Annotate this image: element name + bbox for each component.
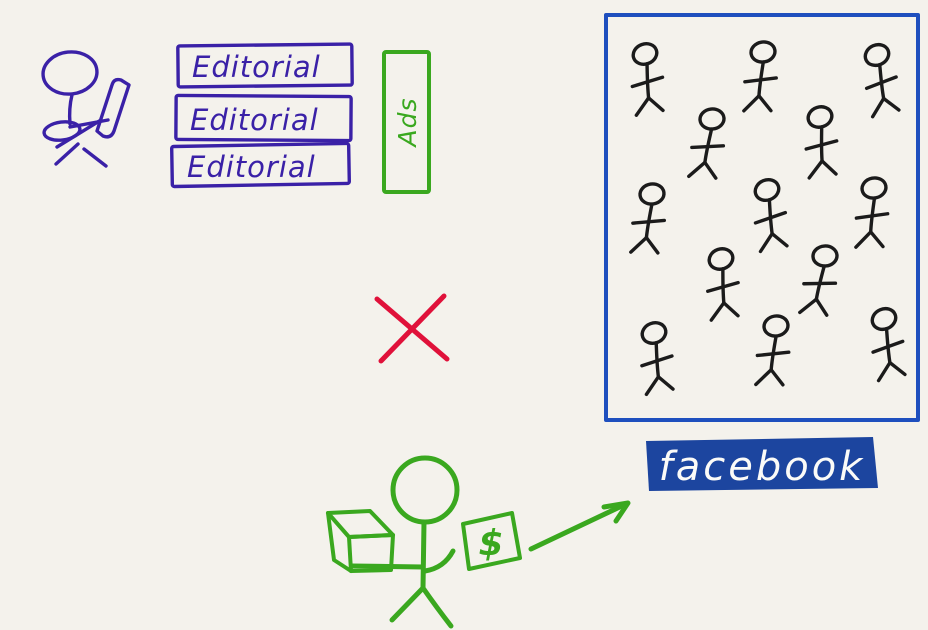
advertiser-figure-icon	[326, 455, 631, 629]
ads-box: Ads	[382, 50, 431, 194]
reader-hands	[42, 120, 82, 142]
crowd-stick-figure	[864, 302, 910, 383]
payment-arrow-head	[601, 500, 631, 524]
red-x-icon	[374, 293, 450, 364]
crowd-stick-figure	[686, 102, 731, 183]
reader-arm	[55, 118, 103, 149]
advertiser-arm-left	[349, 563, 426, 570]
crowd-stick-figure	[628, 178, 670, 257]
money-card-icon	[461, 511, 522, 571]
advertiser-leg-left	[389, 585, 426, 623]
facebook-logo: facebook	[646, 437, 878, 491]
reader-forearm	[68, 118, 110, 129]
payment-arrow-icon	[528, 500, 631, 552]
editorial-box-3: Editorial	[169, 141, 352, 189]
advertiser-body	[420, 519, 427, 591]
editorial-box-1: Editorial	[176, 42, 354, 89]
money-card-border	[461, 511, 522, 571]
payment-arrow-shaft	[528, 501, 629, 552]
red-x-stroke-2	[378, 293, 447, 364]
product-box-front	[347, 533, 395, 573]
crowd-stick-figure	[626, 38, 668, 118]
ads-box-border	[382, 50, 431, 194]
crowd-group	[626, 36, 910, 397]
reader-body	[67, 93, 74, 126]
advertiser-head	[390, 455, 460, 525]
crowd-stick-figure	[753, 310, 794, 389]
crowd-stick-figure	[857, 38, 904, 119]
reader-head	[41, 50, 99, 96]
editorial-box-2-border	[174, 93, 353, 143]
editorial-box-3-label: Editorial	[187, 150, 316, 184]
editorial-box-2: Editorial	[174, 93, 353, 143]
ads-label: Ads	[393, 98, 422, 149]
editorial-box-3-border	[169, 141, 352, 189]
advertiser-arm-right	[422, 548, 456, 574]
product-box-icon	[326, 509, 395, 573]
crowd-stick-figure	[747, 173, 792, 254]
money-card-label: $	[478, 523, 503, 564]
editorial-box-1-label: Editorial	[192, 50, 321, 84]
facebook-logo-background	[646, 437, 878, 491]
crowd-stick-figure	[741, 36, 781, 115]
editorial-box-1-border	[176, 42, 354, 89]
product-box-top	[326, 509, 395, 539]
tablet-icon	[95, 77, 131, 139]
crowd-stick-figure	[702, 243, 743, 322]
crowd-stick-figure	[797, 239, 844, 320]
product-box-side	[326, 511, 353, 573]
crowd-stick-figure	[801, 101, 841, 180]
reader-leg-left	[54, 142, 80, 166]
editorial-box-2-label: Editorial	[190, 103, 319, 137]
audience-box	[604, 13, 920, 422]
crowd-stick-figure	[634, 316, 678, 397]
crowd-stick-figure	[853, 172, 892, 251]
advertiser-leg-right	[420, 585, 454, 629]
reader-leg-right	[82, 147, 108, 168]
audience-box-border	[604, 13, 920, 422]
facebook-logo-label: facebook	[659, 444, 866, 490]
reader-figure-icon	[41, 50, 131, 168]
